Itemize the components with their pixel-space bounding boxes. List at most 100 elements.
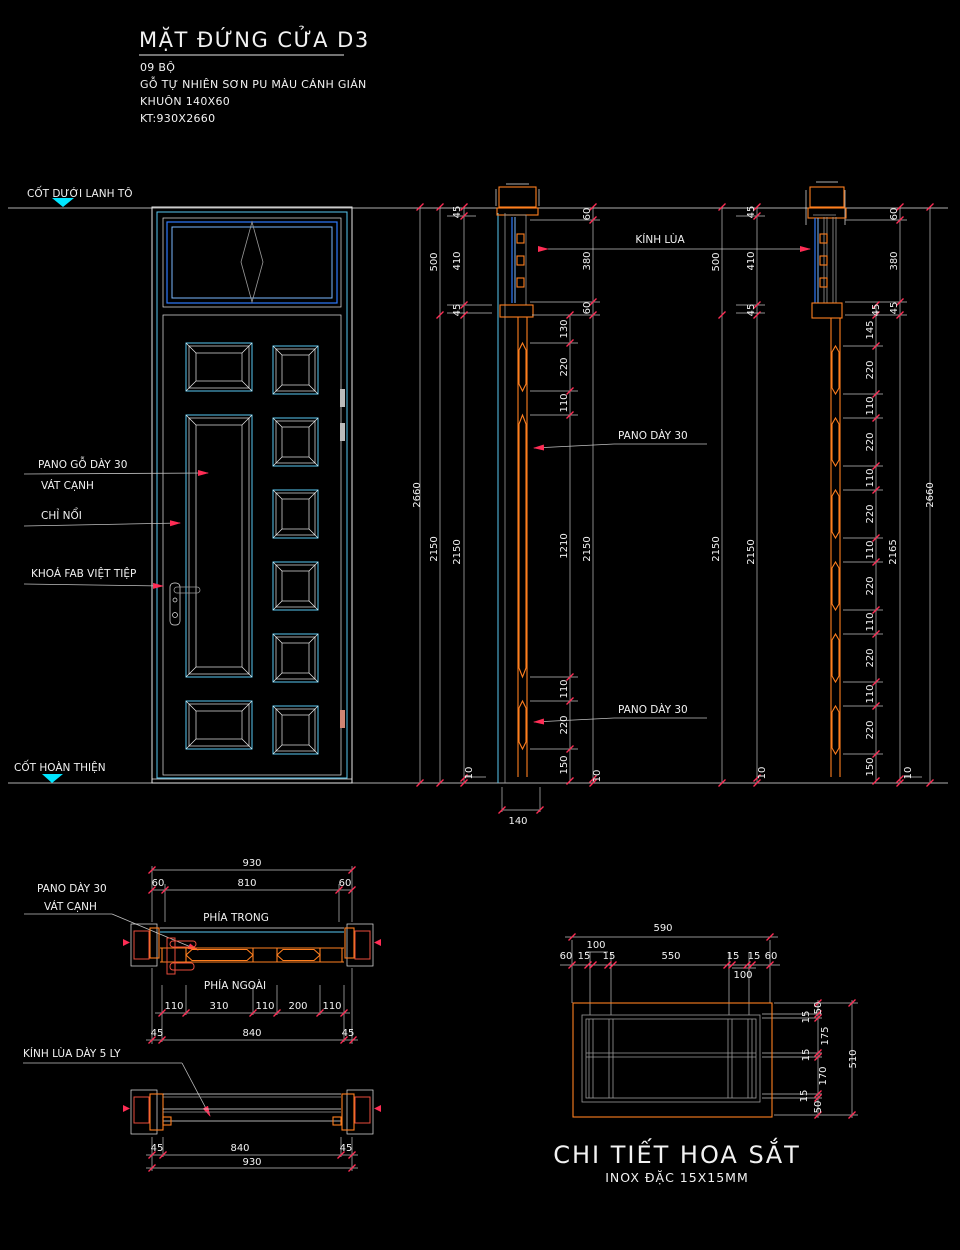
hinge-icon	[340, 710, 345, 728]
dim-label: 60	[582, 302, 593, 315]
dim-label: 2150	[582, 536, 593, 561]
dim-label: 220	[865, 504, 876, 523]
dim-label: 10	[464, 767, 475, 780]
dim-label: 60	[889, 208, 900, 221]
pano-section	[831, 632, 840, 684]
phia-trong-label: PHÍA TRONG	[203, 911, 269, 924]
dim-label: 45	[746, 206, 757, 219]
dim-label: 840	[242, 1028, 261, 1039]
dim-label: 45	[452, 304, 463, 317]
door-handle	[169, 582, 201, 626]
plan-section-transom: KÍNH LÙA DÀY 5 LY	[23, 1047, 381, 1135]
pano-section	[518, 699, 527, 751]
dim-label: 45	[452, 206, 463, 219]
pano-section	[831, 488, 840, 540]
detail-title: CHI TIẾT HOA SẮT	[553, 1137, 801, 1169]
dim-label: 220	[865, 648, 876, 667]
vat-canh-label: VÁT CẠNH	[41, 479, 94, 492]
hinge-icon	[340, 423, 345, 441]
door-elevation	[151, 206, 353, 784]
elevation-labels: PANO GỖ DÀY 30 VÁT CẠNH CHỈ NỔI KHOÁ FAB…	[23, 456, 209, 589]
dim-label: 60	[765, 951, 778, 962]
dim-label: 810	[237, 878, 256, 889]
level-bottom-label: CỐT HOÀN THIỆN	[14, 760, 106, 774]
dim-label: 220	[559, 357, 570, 376]
dimension-lines	[146, 207, 931, 1171]
hinge-icon	[340, 389, 345, 407]
dim-label: 930	[242, 858, 261, 869]
khoa-label: KHOÁ FAB VIỆT TIỆP	[31, 567, 136, 580]
dim-label: 510	[848, 1049, 859, 1068]
dim-label: 220	[865, 432, 876, 451]
detail-hoa-sat: CHI TIẾT HOA SẮT INOX ĐẶC 15X15MM	[553, 1002, 801, 1185]
kinh-lua-label: KÍNH LÙA	[635, 233, 685, 246]
dim-label: 110	[865, 612, 876, 631]
dim-label: 60	[560, 951, 573, 962]
pano-section	[831, 344, 840, 396]
dim-label: 175	[820, 1026, 831, 1045]
dim-label: 45	[151, 1028, 164, 1039]
dim-label: 220	[865, 720, 876, 739]
dim-label: 500	[429, 252, 440, 271]
dim-label: 2150	[711, 536, 722, 561]
pano-section	[831, 416, 840, 468]
dim-label: 170	[818, 1066, 829, 1085]
dim-label: 110	[865, 684, 876, 703]
title-sub2: GỖ TỰ NHIÊN SƠN PU MÀU CÁNH GIÁN	[140, 76, 367, 91]
pano-day-top-label: PANO DÀY 30	[618, 429, 688, 442]
dim-label: 110	[865, 540, 876, 559]
detail-subtitle: INOX ĐẶC 15X15MM	[605, 1170, 749, 1185]
dim-label: 60	[582, 208, 593, 221]
title-sub3: KHUÔN 140X60	[140, 95, 230, 108]
plan-vat-label: VÁT CẠNH	[44, 900, 97, 913]
dim-label: 1210	[559, 533, 570, 558]
kinh-lua-day-label: KÍNH LÙA DÀY 5 LY	[23, 1047, 121, 1060]
plan-section-door: PHÍA TRONG PHÍA NGOÀI PANO DÀY 30 VÁT CẠ…	[24, 882, 381, 992]
dim-label: 15	[727, 951, 740, 962]
dim-label: 2150	[452, 539, 463, 564]
title-sub1: 09 BỘ	[140, 61, 175, 74]
dim-label: 15	[578, 951, 591, 962]
dim-label: 410	[452, 251, 463, 270]
dim-label: 10	[592, 770, 603, 783]
door-leaf	[162, 314, 342, 776]
section-labels: KÍNH LÙA PANO DÀY 30 PANO DÀY 30	[533, 233, 811, 725]
right-section-strip	[805, 181, 847, 777]
dim-label: 100	[586, 940, 605, 951]
dim-label: 2150	[429, 536, 440, 561]
dim-label: 50	[813, 1002, 824, 1015]
lintel-section	[498, 186, 537, 208]
dim-label: 45	[151, 1143, 164, 1154]
phia-ngoai-label: PHÍA NGOÀI	[204, 979, 266, 992]
dim-label: 145	[865, 320, 876, 339]
level-bottom-marker-icon	[42, 774, 63, 783]
dim-label: 200	[288, 1001, 307, 1012]
pano-section	[831, 704, 840, 756]
dim-label: 500	[711, 252, 722, 271]
dim-label: 10	[757, 767, 768, 780]
dimension-labels: 2660 500 2150 45 410 45 2150 10 60 380 6…	[151, 206, 936, 1168]
dim-label: 550	[661, 951, 680, 962]
dim-label: 100	[733, 970, 752, 981]
lintel-section	[809, 186, 845, 208]
pano-day-bottom-label: PANO DÀY 30	[618, 703, 688, 716]
dim-ticks	[147, 202, 935, 1173]
title-sub4: KT:930X2660	[140, 112, 215, 125]
dim-label: 10	[903, 767, 914, 780]
dim-label: 15	[748, 951, 761, 962]
dim-label: 60	[339, 878, 352, 889]
left-section-strip	[495, 183, 540, 783]
dim-label: 15	[801, 1011, 812, 1024]
dim-label: 110	[865, 396, 876, 415]
dim-label: 15	[799, 1090, 810, 1103]
dim-label: 220	[865, 360, 876, 379]
dim-label: 150	[865, 757, 876, 776]
dim-label: 220	[559, 715, 570, 734]
dim-label: 45	[342, 1028, 355, 1039]
dim-label: 110	[865, 468, 876, 487]
lock-plan	[166, 937, 197, 975]
detail-outer-frame	[572, 1002, 773, 1118]
dim-label: 2660	[412, 482, 423, 507]
